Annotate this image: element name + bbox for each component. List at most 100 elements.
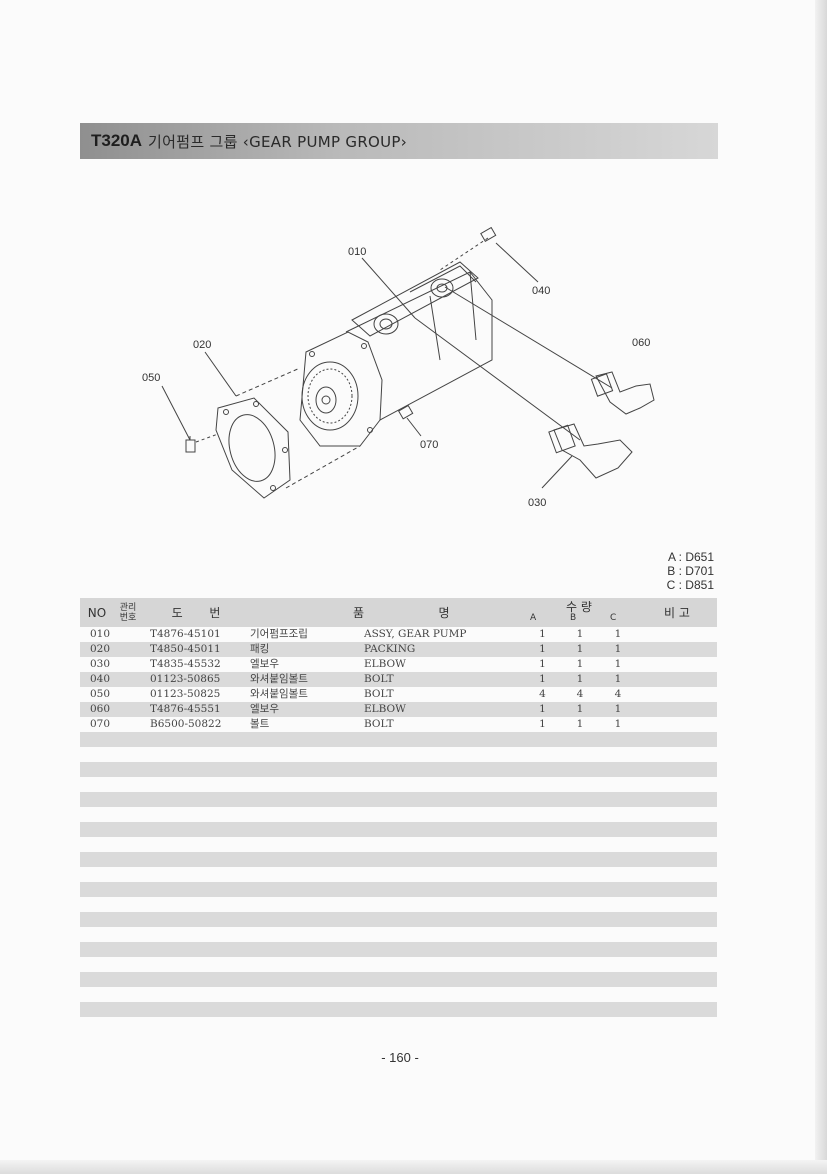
- cell-mgmt: [114, 867, 142, 882]
- cell-english-name: ELBOW: [364, 702, 524, 717]
- table-row: [80, 942, 717, 957]
- model-legend: A : D651 B : D701 C : D851: [640, 550, 714, 592]
- cell-english-name: [364, 942, 524, 957]
- cell-remarks: [637, 867, 717, 882]
- cell-qty-a: [524, 927, 561, 942]
- cell-remarks: [637, 957, 717, 972]
- cell-mgmt: [114, 972, 142, 987]
- cell-english-name: BOLT: [364, 672, 524, 687]
- cell-no: 060: [80, 702, 114, 717]
- cell-no: [80, 822, 114, 837]
- cell-english-name: [364, 882, 524, 897]
- cell-part-number: [142, 927, 250, 942]
- cell-english-name: BOLT: [364, 718, 394, 730]
- table-row: [80, 882, 717, 897]
- cell-qty-b: 4: [576, 688, 584, 700]
- cell-remarks: [637, 792, 717, 807]
- cell-english-name: ASSY, GEAR PUMP: [364, 628, 467, 640]
- cell-no: [80, 792, 114, 807]
- cell-mgmt: [114, 882, 142, 897]
- cell-korean-name: [250, 837, 364, 852]
- cell-part-number: B6500-50822: [150, 718, 222, 730]
- table-row: [80, 867, 717, 882]
- cell-qty-b: [561, 1002, 599, 1017]
- cell-qty-b: 1: [561, 702, 599, 717]
- cell-part-number: [142, 837, 250, 852]
- header-remarks: 비 고: [637, 598, 717, 627]
- cell-no: 020: [80, 642, 114, 657]
- cell-qty-a: 1: [539, 628, 546, 640]
- cell-qty-b: [561, 987, 599, 1002]
- group-title: 기어펌프 그룹 ‹GEAR PUMP GROUP›: [148, 132, 408, 151]
- table-row: [80, 822, 717, 837]
- table-row: [80, 927, 717, 942]
- cell-remarks: [637, 762, 717, 777]
- cell-qty-c: [599, 897, 637, 912]
- cell-mgmt: [114, 627, 142, 642]
- cell-no: [80, 927, 114, 942]
- header-name-1: 품: [250, 598, 364, 627]
- cell-qty-c: [599, 777, 637, 792]
- cell-part-number: [142, 942, 250, 957]
- cell-no: 040: [80, 672, 114, 687]
- cell-no: 010: [90, 628, 111, 640]
- cell-part-number: [142, 972, 250, 987]
- cell-no: [80, 732, 114, 747]
- cell-qty-b: [561, 897, 599, 912]
- cell-part-number: [142, 882, 250, 897]
- cell-mgmt: [114, 897, 142, 912]
- cell-qty-b: [561, 837, 599, 852]
- model-a: A : D651: [667, 550, 714, 564]
- cell-mgmt: [114, 732, 142, 747]
- cell-qty-a: [524, 987, 561, 1002]
- cell-qty-b: 1: [576, 718, 584, 730]
- cell-qty-a: [524, 822, 561, 837]
- cell-part-number: [142, 822, 250, 837]
- cell-no: [80, 1002, 114, 1017]
- cell-remarks: [637, 912, 717, 927]
- model-b: B : D701: [667, 564, 714, 578]
- cell-qty-c: 1: [599, 702, 637, 717]
- cell-qty-b: [561, 792, 599, 807]
- table-row: [80, 1002, 717, 1017]
- header-qty: 수 량 A B C: [524, 598, 637, 627]
- page-bottom-shadow: [0, 1160, 827, 1174]
- cell-no: [80, 762, 114, 777]
- cell-part-number: T4835-45532: [150, 658, 221, 670]
- table-row: [80, 987, 717, 1002]
- cell-part-number: T4850-45011: [142, 642, 250, 657]
- cell-english-name: [364, 822, 524, 837]
- cell-qty-a: [524, 732, 561, 747]
- page-number: - 160 -: [381, 1050, 419, 1065]
- cell-mgmt: [114, 762, 142, 777]
- cell-english-name: [364, 852, 524, 867]
- cell-qty-c: [599, 912, 637, 927]
- cell-korean-name: [250, 822, 364, 837]
- cell-no: [80, 972, 114, 987]
- cell-qty-b: [561, 912, 599, 927]
- cell-korean-name: 와셔붙임볼트: [250, 688, 308, 700]
- cell-qty-c: [599, 807, 637, 822]
- cell-english-name: [364, 897, 524, 912]
- cell-qty-b: [561, 762, 599, 777]
- cell-qty-c: [599, 747, 637, 762]
- cell-qty-b: 1: [576, 658, 584, 670]
- table-row: [80, 747, 717, 762]
- cell-qty-b: 1: [561, 672, 599, 687]
- cell-no: [80, 942, 114, 957]
- group-code: T320A: [91, 131, 143, 150]
- cell-korean-name: [250, 942, 364, 957]
- cell-qty-c: 1: [614, 628, 622, 640]
- cell-mgmt: [114, 777, 142, 792]
- cell-part-number: T4876-45101: [150, 628, 221, 640]
- cell-qty-a: [524, 957, 561, 972]
- cell-english-name: [364, 762, 524, 777]
- cell-english-name: [364, 987, 524, 1002]
- table-header-row: NO 관리 번호 도 번 품 명 수 량 A B C: [80, 598, 717, 627]
- cell-qty-a: [524, 792, 561, 807]
- cell-korean-name: [250, 762, 364, 777]
